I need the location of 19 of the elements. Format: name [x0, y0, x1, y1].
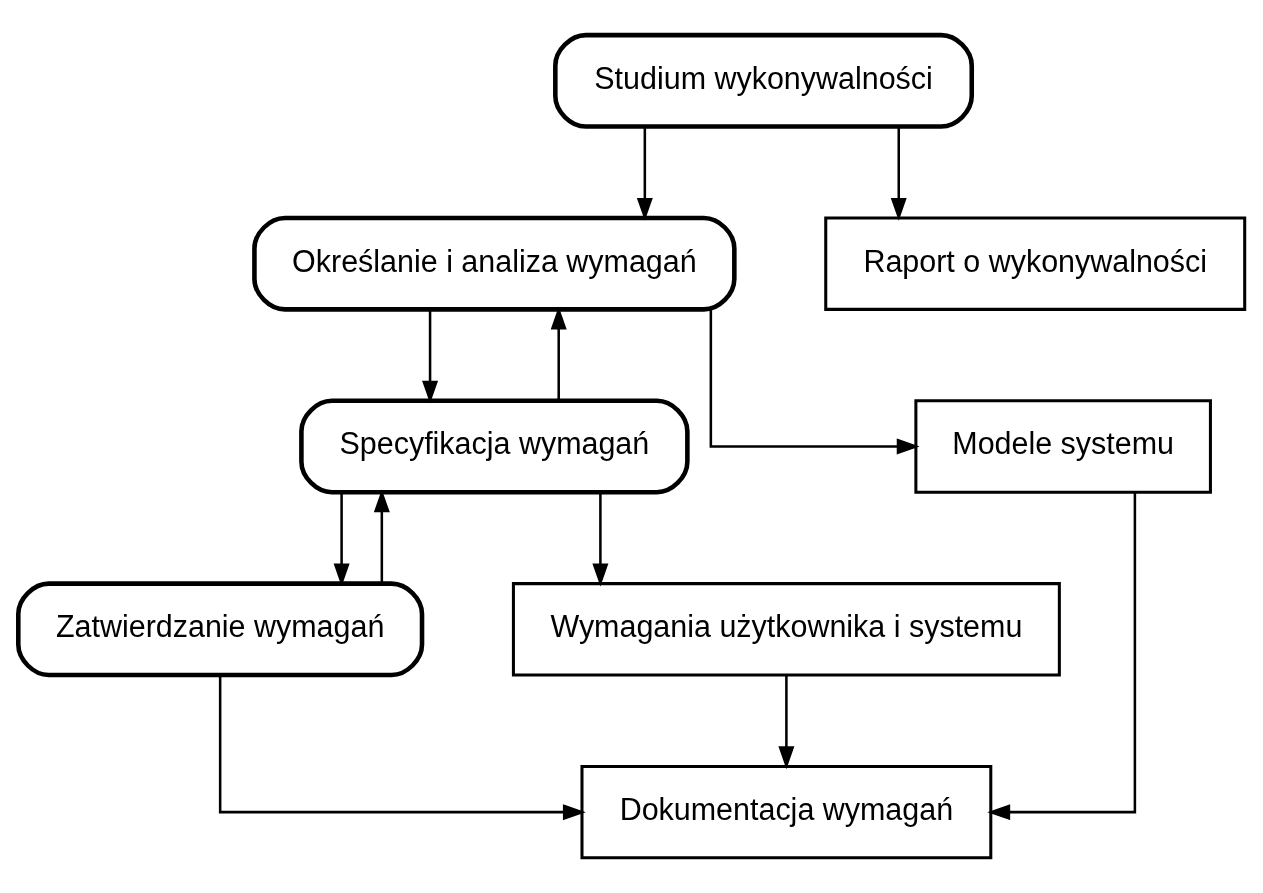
arrow — [592, 492, 609, 587]
arrow — [550, 306, 567, 401]
arrow — [636, 127, 653, 221]
node-box: Specyfikacja wymagań — [299, 398, 690, 495]
arrow — [987, 492, 1137, 821]
arrow — [890, 127, 907, 221]
arrow — [422, 309, 439, 404]
node-box: Zatwierdzanie wymagań — [16, 581, 425, 678]
node-box: Studium wykonywalności — [553, 32, 975, 129]
arrow — [333, 492, 350, 587]
node-box: Modele systemu — [914, 399, 1212, 494]
arrow — [778, 675, 795, 770]
node-box: Raport o wykonywalności — [824, 216, 1247, 311]
arrow — [709, 309, 920, 455]
arrow — [373, 489, 390, 584]
node-box: Określanie i analiza wymagań — [252, 215, 737, 312]
node-box: Wymagania użytkownika i systemu — [511, 582, 1061, 677]
arrow — [218, 675, 586, 821]
node-box: Dokumentacja wymagań — [580, 764, 993, 860]
